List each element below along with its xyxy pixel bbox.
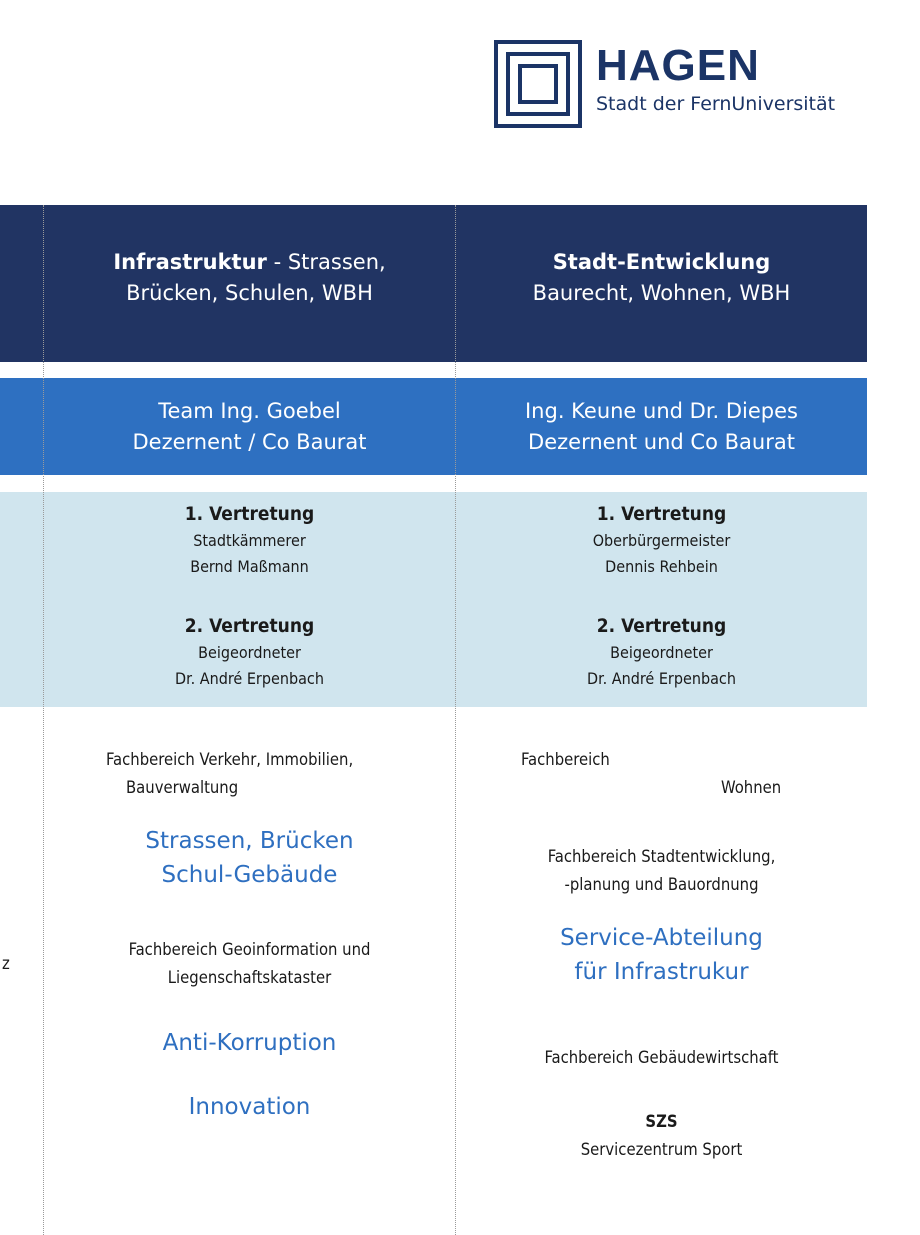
infra-fachbereich-geoinformation: Fachbereich Geoinformation und Liegensch… [44, 936, 455, 992]
infra-header-rest: - Strassen, [266, 250, 386, 274]
infra-fb1-line2: Bauverwaltung [126, 778, 239, 797]
infra-highlight-anti-korruption: Anti-Korruption [162, 1030, 337, 1056]
stadt-vertretung-1: 1. Vertretung Oberbürgermeister Dennis R… [456, 500, 867, 580]
infra-blue1-line1: Strassen, Brücken [145, 828, 354, 854]
stadt-blue1-line2: für Infrastrukur [574, 959, 749, 985]
stadt-fb2-line2: -planung und Bauordnung [564, 875, 759, 894]
stadt-szs-title: SZS [645, 1112, 678, 1131]
infra-highlight-strassen: Strassen, Brücken Schul-Gebäude [44, 824, 455, 892]
stadt-fachbereich-gebaeudewirtschaft: Fachbereich Gebäudewirtschaft [544, 1048, 779, 1067]
infra-v1-role: Stadtkämmerer [193, 531, 306, 550]
stadt-szs-name: Servicezentrum Sport [580, 1140, 743, 1159]
stadt-header-line2: Baurecht, Wohnen, WBH [532, 281, 791, 305]
stadt-header: Stadt-Entwicklung Baurecht, Wohnen, WBH [456, 247, 867, 309]
stadt-highlight-service: Service-Abteilung für Infrastrukur [456, 921, 867, 989]
infra-fb2-line1: Fachbereich Geoinformation und [128, 940, 371, 959]
infra-v1-title: 1. Vertretung [184, 503, 315, 525]
stadt-vertretung-2: 2. Vertretung Beigeordneter Dr. André Er… [456, 612, 867, 692]
stadt-blue1-line1: Service-Abteilung [560, 925, 763, 951]
column-divider [43, 205, 44, 1235]
infra-v2-title: 2. Vertretung [184, 615, 315, 637]
stadt-fachbereich-stadtentwicklung: Fachbereich Stadtentwicklung, -planung u… [456, 843, 867, 899]
logo-name: HAGEN [596, 41, 760, 90]
stadt-team-line1: Ing. Keune und Dr. Diepes [524, 399, 798, 423]
vertretung-band [0, 492, 867, 707]
infra-header: Infrastruktur - Strassen, Brücken, Schul… [44, 247, 455, 309]
hagen-logo-mark-icon [494, 40, 582, 128]
infra-vertretung-2: 2. Vertretung Beigeordneter Dr. André Er… [44, 612, 455, 692]
infra-v1-name: Bernd Maßmann [190, 557, 309, 576]
stadt-v2-role: Beigeordneter [610, 643, 713, 662]
left-column-fragment: z [2, 954, 10, 973]
infra-blue1-line2: Schul-Gebäude [161, 862, 338, 888]
infra-team-line1: Team Ing. Goebel [158, 399, 341, 423]
stadt-fachbereich-wohnen-name: Wohnen [721, 778, 782, 797]
stadt-szs: SZS Servicezentrum Sport [456, 1108, 867, 1164]
team-band [0, 378, 867, 475]
infra-fb2-line2: Liegenschaftskataster [167, 968, 332, 987]
stadt-v1-name: Dennis Rehbein [605, 557, 718, 576]
column-divider [455, 205, 456, 1235]
infra-highlight-innovation: Innovation [188, 1094, 311, 1120]
stadt-v1-role: Oberbürgermeister [592, 531, 731, 550]
infra-team-line2: Dezernent / Co Baurat [132, 430, 367, 454]
stadt-fachbereich-wohnen-label: Fachbereich [521, 750, 610, 769]
stadt-fb2-line1: Fachbereich Stadtentwicklung, [547, 847, 776, 866]
infra-v2-name: Dr. André Erpenbach [175, 669, 324, 688]
infra-vertretung-1: 1. Vertretung Stadtkämmerer Bernd Maßman… [44, 500, 455, 580]
infra-fachbereich-verkehr: Fachbereich Verkehr, Immobilien, Bauverw… [106, 746, 353, 802]
stadt-v1-title: 1. Vertretung [596, 503, 727, 525]
infra-header-bold: Infrastruktur [113, 250, 267, 274]
header-band [0, 205, 867, 362]
stadt-team: Ing. Keune und Dr. Diepes Dezernent und … [456, 396, 867, 458]
stadt-header-line1: Stadt-Entwicklung [552, 250, 771, 274]
stadt-v2-name: Dr. André Erpenbach [587, 669, 736, 688]
infra-header-line2: Brücken, Schulen, WBH [126, 281, 373, 305]
stadt-team-line2: Dezernent und Co Baurat [528, 430, 795, 454]
stadt-v2-title: 2. Vertretung [596, 615, 727, 637]
infra-v2-role: Beigeordneter [198, 643, 301, 662]
infra-fb1-line1: Fachbereich Verkehr, Immobilien, [106, 750, 354, 769]
logo-subtitle: Stadt der FernUniversität [596, 93, 836, 115]
infra-team: Team Ing. Goebel Dezernent / Co Baurat [44, 396, 455, 458]
